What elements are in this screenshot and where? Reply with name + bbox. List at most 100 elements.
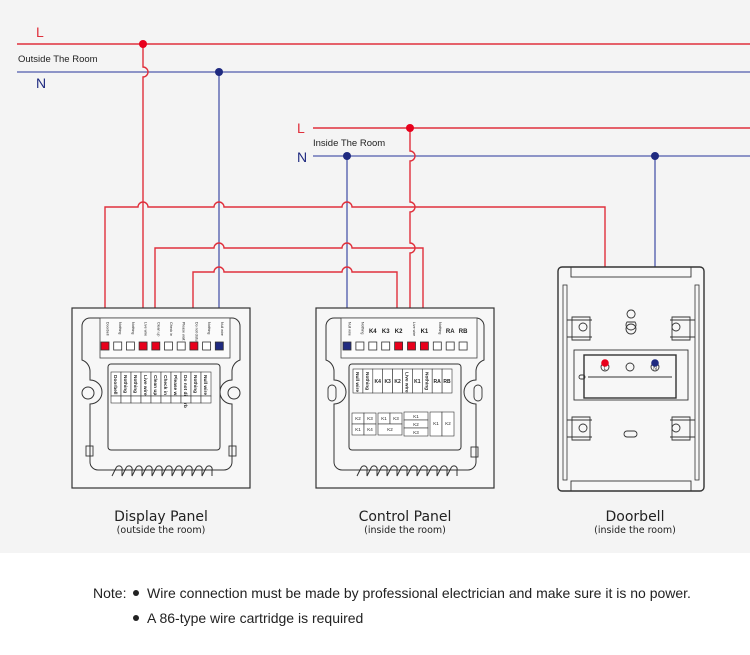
control-label-text: K1 [414,379,421,385]
display-footer-cell [170,395,182,404]
control-terminal-live [419,341,429,351]
display-terminal-live [138,341,148,351]
display-terminal-empty [176,341,186,351]
display-terminal-empty [126,341,135,351]
note-item: Wire connection must be made by professi… [133,585,691,601]
display-terminal-empty [164,341,173,351]
inside-neutral-junction-control [343,152,351,160]
control-terminal-empty [355,341,365,351]
control-terminal-label: K2 [395,329,403,335]
display-terminal-live [100,341,110,351]
control-terminal-label: K3 [382,329,390,335]
control-terminal-label: Nothing [438,322,442,334]
control-terminal-live [407,341,416,351]
control-terminal-live [394,341,404,351]
doorbell-neutral-node [651,359,659,367]
display-footer-cell [120,395,132,404]
control-terminal-empty [381,341,391,351]
control-label-text: Null wire [354,372,360,392]
key-grid-label: K2 [355,416,361,421]
control-terminal-label: K1 [421,329,429,335]
control-label-text: K3 [384,379,391,385]
wire-display-cleanup-to-control-k1 [154,242,424,346]
key-grid-label: K2 [413,422,419,427]
display-terminal-label: Null wire [220,322,224,336]
note-text: Wire connection must be made by professi… [147,585,691,601]
doorbell-terminal-label: N [653,366,657,372]
control-terminal-label: Null wire [348,322,352,336]
display-footer-cell [160,395,172,404]
control-terminal-neutral [342,341,352,351]
key-grid-label: K2 [387,427,393,432]
outside-live-label: L [36,24,44,40]
doorbell-subtitle: (inside the room) [594,525,676,536]
display-terminal-label: Doorbell [106,322,110,336]
control-terminal-label: Nothing [360,322,364,334]
display-label-text: Nothing [122,375,128,393]
control-label-text: Nothing [364,372,370,390]
display-terminal-live [151,341,161,351]
display-footer-cell [180,395,192,404]
display-terminal-label: Clean up [156,322,160,336]
key-grid-cell [441,411,455,437]
doorbell-terminal-label: L [604,366,607,372]
display-footer-cell [140,395,152,404]
key-grid-cell [377,423,403,436]
key-grid-label: K2 [445,421,451,426]
key-grid-label: K1 [381,416,387,421]
key-grid-label: K3 [413,430,419,435]
doorbell-live-node [601,359,609,367]
outside-zone-label: Outside The Room [18,54,98,65]
display-label-text: Do not disturb [182,375,188,408]
bullet-icon [133,615,139,622]
display-terminal-label: Nothing [131,322,135,334]
inside-neutral-junction-doorbell [651,152,659,160]
inside-zone-label: Inside The Room [313,138,385,149]
display-terminal-label: Check in [169,322,173,336]
display-footer-cell [200,395,212,404]
wiring-diagram: L Outside The Room N L Inside The Room N… [17,24,750,536]
key-grid-label: K1 [355,427,361,432]
inside-neutral-label: N [297,149,307,165]
bullet-icon [133,590,139,597]
control-panel-title: Control Panel [359,509,452,525]
display-label-text: Nothing [132,375,138,393]
control-label-text: Nothing [423,372,429,390]
key-grid-label: K1 [433,421,439,426]
inside-live-junction [406,124,414,132]
control-terminal-empty [432,341,442,351]
key-grid-label: K1 [413,414,419,419]
control-terminal-label: RB [459,329,468,335]
control-label-cell [441,368,453,394]
display-terminal-empty [113,341,123,351]
key-grid-label: K3 [393,416,399,421]
control-terminal-label: Live wire [412,322,416,336]
key-grid-label: K4 [367,427,373,432]
display-terminal-label: Do not disturb [194,322,198,344]
control-label-text: K4 [375,379,382,385]
control-label-text: RA [434,379,442,385]
key-grid-label: K3 [367,416,373,421]
outside-live-junction [139,40,147,48]
display-footer-cell [110,395,122,404]
display-terminal-neutral [214,341,224,351]
wire-display-doorbell-to-doorbell [104,201,606,366]
wire-outside-live-to-display [142,44,149,346]
display-label-text: Live wire [142,375,148,396]
display-panel-title: Display Panel [114,509,208,525]
display-panel-subtitle: (outside the room) [117,525,206,536]
display-terminal-label: Nothing [207,322,211,334]
key-grid-cell [403,427,429,437]
note-text: A 86-type wire cartridge is required [147,610,364,626]
display-terminal-label: Live wire [144,322,148,336]
control-label-text: RB [443,379,451,385]
wire-display-dnd-to-control-k2 [192,266,398,346]
display-footer-cell [130,395,142,404]
display-footer-cell [150,395,162,404]
wiring-diagram-area: L Outside The Room N L Inside The Room N… [0,0,750,553]
control-panel-subtitle: (inside the room) [364,525,446,536]
display-label-text: Null wire [202,375,208,395]
display-footer-cell [190,395,202,404]
